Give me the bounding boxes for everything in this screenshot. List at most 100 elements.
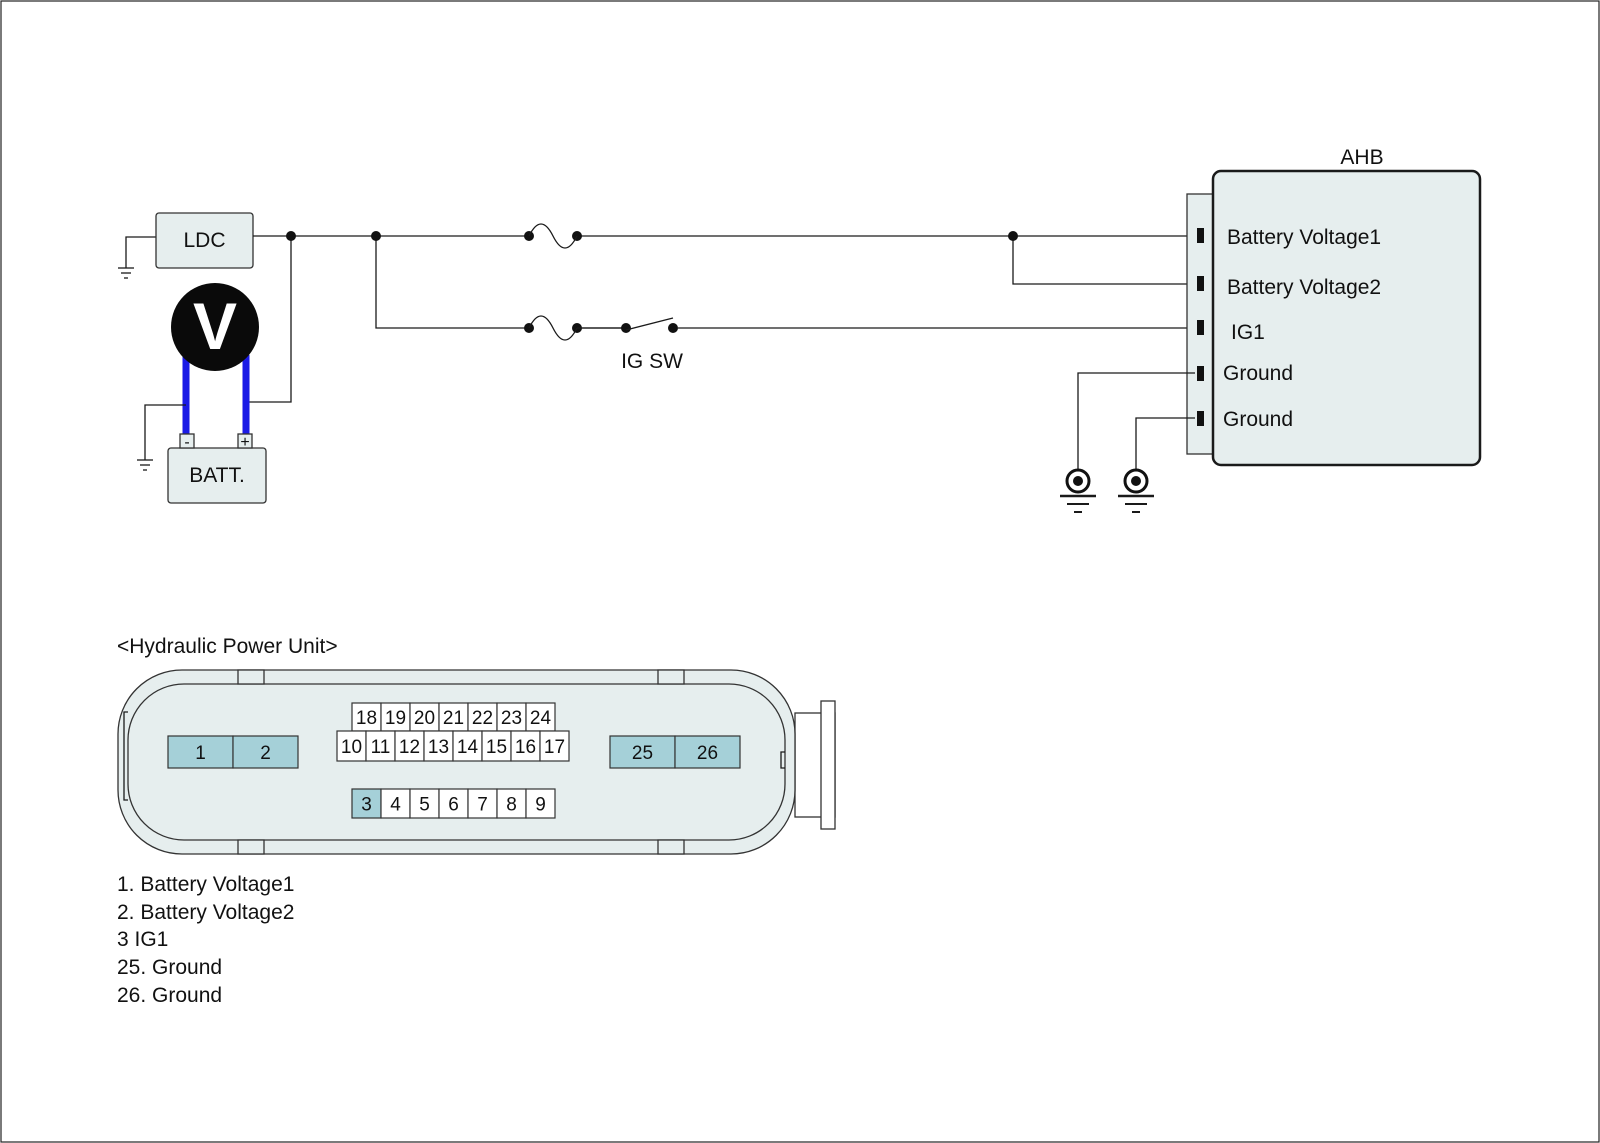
connector-pin-2: 2 [232, 735, 299, 769]
connector-pin-24: 24 [525, 702, 556, 732]
connector-pin-18: 18 [351, 702, 382, 732]
connector-pin-number: 14 [457, 737, 479, 758]
ahb-pin-label: Battery Voltage2 [1227, 276, 1381, 299]
battery-ground-symbol [137, 459, 153, 471]
voltmeter-label: V [193, 289, 237, 363]
bv2-branch-wire [1012, 236, 1195, 285]
battery-plus-label: + [240, 434, 249, 451]
ldc-ground-symbol [118, 267, 134, 279]
battery-ground-wire [144, 404, 186, 460]
connector-pin-number: 2 [260, 743, 271, 764]
battery-plus-wire [246, 236, 292, 403]
connector-pin-number: 11 [371, 737, 391, 758]
connector-pin-number: 20 [414, 708, 435, 729]
ground-wire-1 [1077, 372, 1195, 474]
ahb-unit: AHB Battery Voltage1 Battery Voltage2 IG… [1186, 146, 1482, 467]
connector-pin-3: 3 [351, 788, 382, 819]
battery-label: BATT. [189, 464, 245, 487]
connector-pin-number: 5 [419, 794, 430, 815]
junction-dot [286, 231, 296, 241]
ahb-pin-label: IG1 [1231, 321, 1265, 344]
connector-pin-number: 3 [361, 794, 372, 815]
battery-minus-terminal [179, 433, 195, 449]
connector-pin-6: 6 [438, 788, 469, 819]
ldc-label: LDC [183, 229, 225, 252]
ahb-pin-terminal [1197, 276, 1204, 291]
legend-item: 1. Battery Voltage1 [117, 873, 294, 896]
connector-pin-4: 4 [380, 788, 411, 819]
legend-item: 25. Ground [117, 956, 222, 979]
connector-pin-26: 26 [674, 735, 741, 769]
connector-pin-number: 15 [486, 737, 507, 758]
ahb-pin-terminal [1197, 411, 1204, 426]
fuse-2 [524, 315, 582, 341]
chassis-ground-icon [1118, 468, 1154, 513]
connector-notch [780, 751, 785, 769]
connector-pin-number: 26 [697, 743, 718, 764]
connector-pin-10: 10 [336, 730, 367, 762]
connector-pin-15: 15 [481, 730, 512, 762]
connector-pin-19: 19 [380, 702, 411, 732]
connector-pin-8: 8 [496, 788, 527, 819]
connector-pin-12: 12 [394, 730, 425, 762]
junction-dot [371, 231, 381, 241]
connector-pin-number: 21 [443, 708, 464, 729]
ig-branch-wire [375, 236, 1195, 329]
ldc-box: LDC [155, 212, 254, 269]
legend-item: 26. Ground [117, 984, 222, 1007]
ahb-pin-terminal [1197, 366, 1204, 381]
legend-item: 2. Battery Voltage2 [117, 901, 294, 924]
chassis-ground-icon [1060, 468, 1096, 513]
ground-wire-2 [1135, 417, 1195, 474]
ig-switch: IG SW [577, 316, 683, 373]
connector-pin-number: 25 [632, 743, 653, 764]
connector-pin-number: 24 [530, 708, 552, 729]
connector-pin-16: 16 [510, 730, 541, 762]
connector-pin-20: 20 [409, 702, 440, 732]
ahb-pin-terminal [1197, 228, 1204, 243]
ahb-pin-label: Ground [1223, 408, 1293, 431]
connector-pin-9: 9 [525, 788, 556, 819]
ahb-label: AHB [1340, 146, 1383, 169]
connector-pin-number: 7 [477, 794, 488, 815]
connector-notch [123, 711, 128, 801]
ahb-pin-label: Battery Voltage1 [1227, 226, 1381, 249]
ahb-pin-terminal [1197, 320, 1204, 335]
ig-switch-label: IG SW [621, 350, 683, 373]
connector-pin-number: 18 [356, 708, 377, 729]
connector-flange-lip [820, 700, 836, 830]
connector-pin-number: 19 [385, 708, 406, 729]
connector-pin-21: 21 [438, 702, 469, 732]
connector-housing [117, 669, 836, 855]
connector-pin-number: 23 [501, 708, 522, 729]
connector-pin-5: 5 [409, 788, 440, 819]
connector-pin-number: 6 [448, 794, 459, 815]
connector-pin-23: 23 [496, 702, 527, 732]
connector-pin-number: 9 [535, 794, 546, 815]
connector-pin-number: 1 [195, 743, 206, 764]
connector-pin-25: 25 [609, 735, 676, 769]
connector-pin-number: 22 [472, 708, 493, 729]
battery-box: - + BATT. [167, 433, 267, 504]
connector-pin-number: 4 [390, 794, 401, 815]
connector-pin-number: 8 [506, 794, 517, 815]
connector-title: <Hydraulic Power Unit> [117, 635, 338, 658]
pin-legend: 1. Battery Voltage1 2. Battery Voltage2 … [117, 873, 294, 1007]
connector-pin-number: 13 [428, 737, 449, 758]
connector-pin-11: 11 [365, 730, 396, 762]
connector-pin-number: 16 [515, 737, 536, 758]
voltmeter: V [171, 283, 259, 437]
connector-pin-number: 17 [544, 737, 565, 758]
battery-plus-terminal [237, 433, 253, 449]
ldc-ground-wire [125, 236, 156, 268]
connector-pin-17: 17 [539, 730, 570, 762]
ahb-pin-label: Ground [1223, 362, 1293, 385]
connector-pin-1: 1 [167, 735, 234, 769]
connector-pin-7: 7 [467, 788, 498, 819]
battery-minus-label: - [184, 434, 189, 451]
junction-dot [1008, 231, 1018, 241]
connector-pin-number: 12 [399, 737, 420, 758]
connector-pin-number: 10 [341, 737, 362, 758]
